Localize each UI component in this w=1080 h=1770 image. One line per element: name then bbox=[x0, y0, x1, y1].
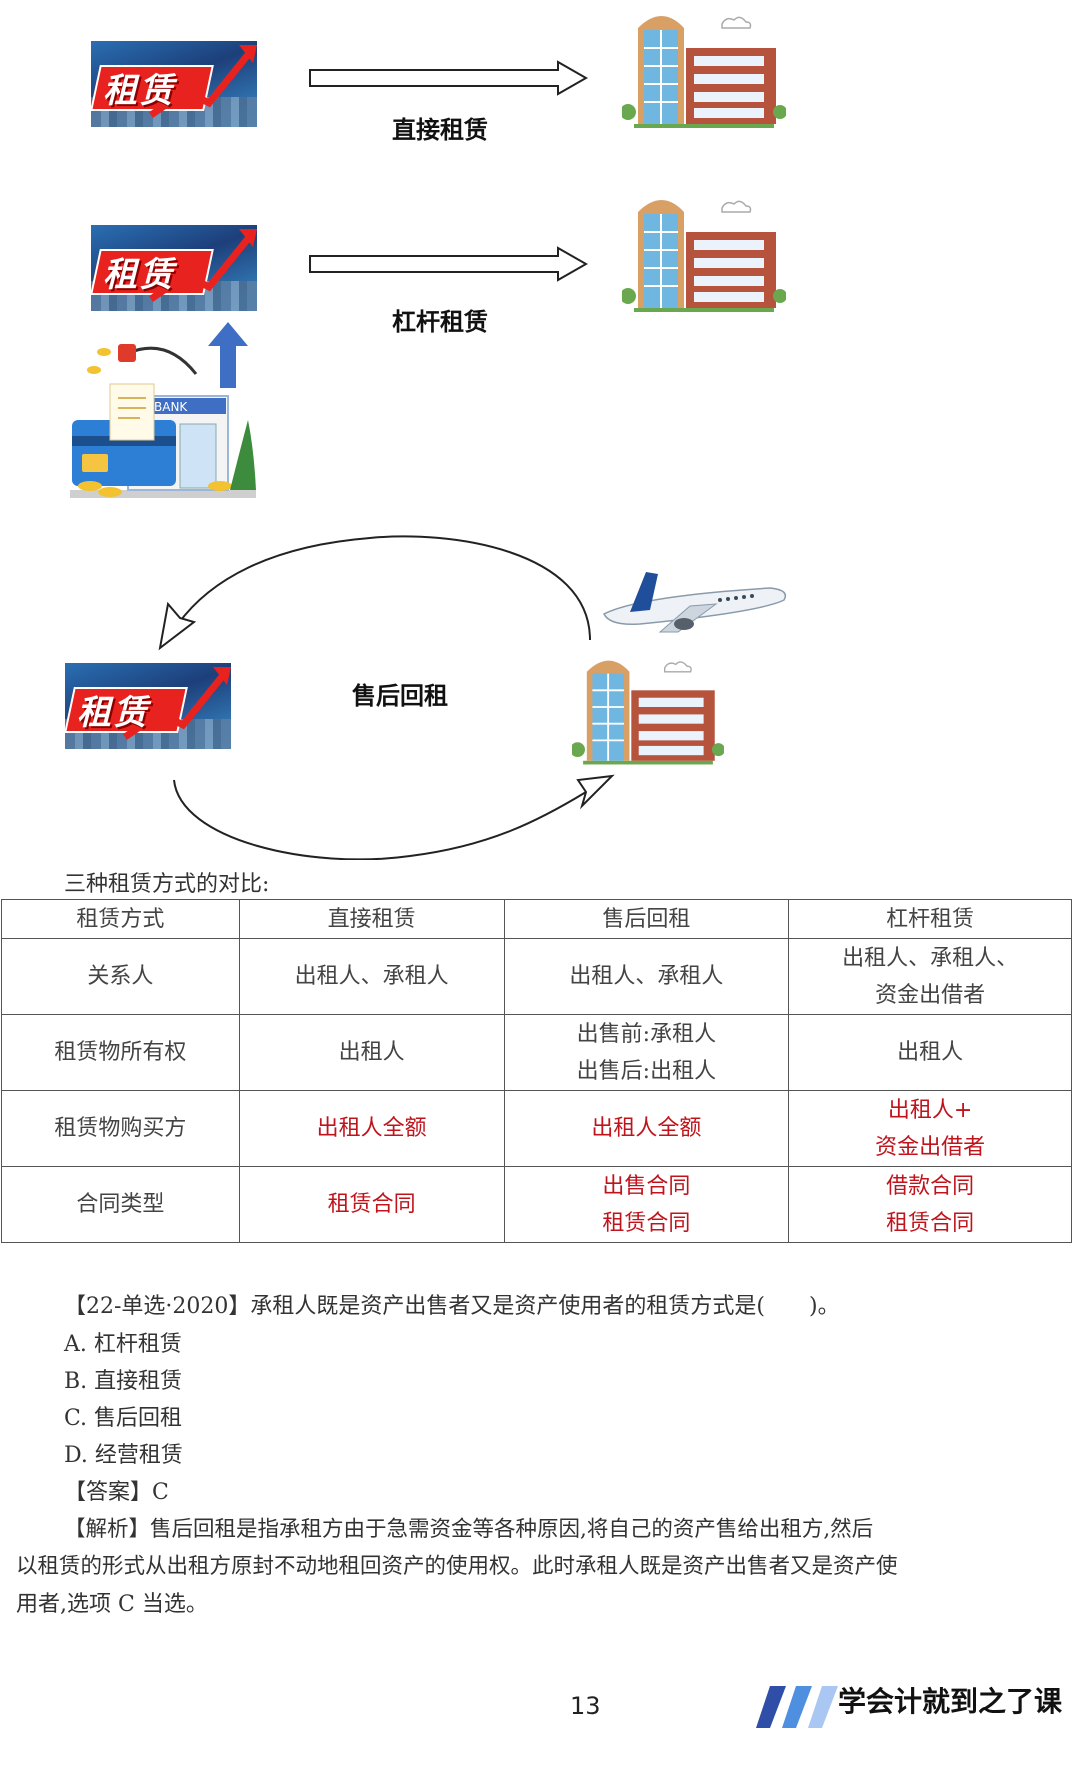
page-number: 13 bbox=[570, 1692, 601, 1720]
building-icon bbox=[572, 648, 724, 766]
table-row: 关系人 出租人、承租人 出租人、承租人 出租人、承租人、资金出借者 bbox=[2, 939, 1072, 1015]
label-leverage-lease: 杠杆租赁 bbox=[392, 302, 488, 337]
lease-badge-text: 租赁 bbox=[103, 63, 175, 112]
question-stem: 【22-单选·2020】承租人既是资产出售者又是资产使用者的租赁方式是( )。 bbox=[64, 1288, 840, 1320]
header-cell: 租赁方式 bbox=[2, 900, 240, 939]
header-cell: 直接租赁 bbox=[239, 900, 504, 939]
table-cell: 出租人、承租人 bbox=[504, 939, 789, 1015]
table-row: 租赁物所有权 出租人 出售前:承租人出售后:出租人 出租人 bbox=[2, 1015, 1072, 1091]
option-d: D. 经营租赁 bbox=[64, 1437, 183, 1469]
brand-name: 学会计就到之了课 bbox=[838, 1680, 1062, 1720]
table-row: 租赁物购买方 出租人全额 出租人全额 出租人+资金出借者 bbox=[2, 1091, 1072, 1167]
row-label: 租赁物所有权 bbox=[2, 1015, 240, 1091]
header-cell: 杠杆租赁 bbox=[789, 900, 1072, 939]
option-c: C. 售后回租 bbox=[64, 1400, 182, 1432]
lease-badge-direct: 租赁 bbox=[91, 41, 257, 127]
table-cell: 出售前:承租人出售后:出租人 bbox=[504, 1015, 789, 1091]
table-cell-highlight: 出售合同租赁合同 bbox=[504, 1167, 789, 1243]
comparison-table: 租赁方式 直接租赁 售后回租 杠杆租赁 关系人 出租人、承租人 出租人、承租人 … bbox=[1, 899, 1072, 1243]
lease-badge-saleback: 租赁 bbox=[65, 663, 231, 749]
analysis-line: 以租赁的形式从出租方原封不动地租回资产的使用权。此时承租人既是资产出售者又是资产… bbox=[16, 1549, 898, 1580]
option-a: A. 杠杆租赁 bbox=[64, 1326, 182, 1358]
option-b: B. 直接租赁 bbox=[64, 1363, 182, 1395]
arrow-direct bbox=[308, 60, 588, 96]
table-cell: 出租人、承租人、资金出借者 bbox=[789, 939, 1072, 1015]
table-cell: 出租人、承租人 bbox=[239, 939, 504, 1015]
lease-badge-text: 租赁 bbox=[103, 247, 175, 296]
bank-loan-illustration: BANK bbox=[70, 340, 260, 502]
bank-sign-text: BANK bbox=[154, 400, 188, 414]
building-icon bbox=[622, 4, 786, 128]
row-label: 合同类型 bbox=[2, 1167, 240, 1243]
answer: 【答案】C bbox=[64, 1474, 169, 1506]
table-cell-highlight: 租赁合同 bbox=[239, 1167, 504, 1243]
lease-badge-text: 租赁 bbox=[77, 685, 149, 734]
table-cell-highlight: 出租人+资金出借者 bbox=[789, 1091, 1072, 1167]
analysis-line: 用者,选项 C 当选。 bbox=[16, 1586, 208, 1618]
airplane-icon bbox=[600, 566, 790, 636]
row-label: 关系人 bbox=[2, 939, 240, 1015]
table-cell-highlight: 出租人全额 bbox=[239, 1091, 504, 1167]
lease-badge-leverage: 租赁 bbox=[91, 225, 257, 311]
label-saleback-lease: 售后回租 bbox=[352, 676, 448, 711]
table-row: 合同类型 租赁合同 出售合同租赁合同 借款合同租赁合同 bbox=[2, 1167, 1072, 1243]
brand-logo-icon bbox=[756, 1684, 842, 1730]
table-cell-highlight: 出租人全额 bbox=[504, 1091, 789, 1167]
building-icon bbox=[622, 188, 786, 312]
table-cell-highlight: 借款合同租赁合同 bbox=[789, 1167, 1072, 1243]
header-cell: 售后回租 bbox=[504, 900, 789, 939]
table-header-row: 租赁方式 直接租赁 售后回租 杠杆租赁 bbox=[2, 900, 1072, 939]
table-cell: 出租人 bbox=[239, 1015, 504, 1091]
label-direct-lease: 直接租赁 bbox=[392, 110, 488, 145]
arrow-leverage bbox=[308, 246, 588, 282]
table-cell: 出租人 bbox=[789, 1015, 1072, 1091]
table-caption: 三种租赁方式的对比: bbox=[64, 866, 269, 898]
row-label: 租赁物购买方 bbox=[2, 1091, 240, 1167]
analysis-line: 【解析】售后回租是指承租方由于急需资金等各种原因,将自己的资产售给出租方,然后 bbox=[64, 1512, 873, 1543]
